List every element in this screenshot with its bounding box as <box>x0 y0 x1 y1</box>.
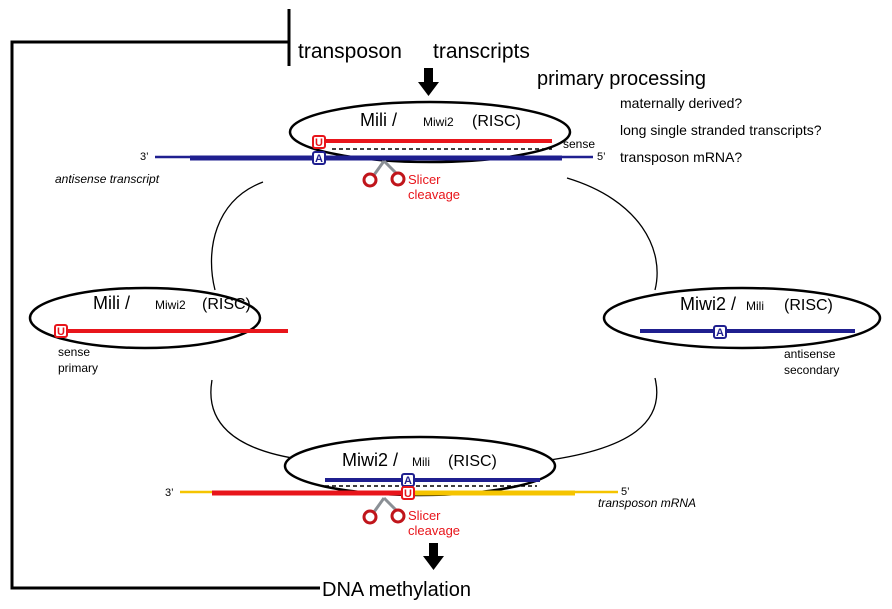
top-complex-main: Mili / <box>360 110 397 130</box>
top-scissors-icon <box>362 159 406 188</box>
bottom-risc-complex: Miwi2 / Mili (RISC) <box>180 435 618 497</box>
right-complex-tag: (RISC) <box>784 297 833 314</box>
left-label-line2: primary <box>58 361 98 375</box>
top-risc-complex: Mili / Miwi2 (RISC) <box>155 100 593 164</box>
top-sense-label: sense <box>563 137 595 151</box>
bottom-slicer-line2: cleavage <box>408 523 460 538</box>
top-a-nucleotide: A <box>312 151 326 165</box>
right-complex-sub: Mili <box>746 299 764 313</box>
svg-text:U: U <box>404 488 412 500</box>
top-slicer-line2: cleavage <box>408 187 460 202</box>
title-transcripts: transcripts <box>433 40 530 63</box>
left-complex-main: Mili / <box>93 293 130 313</box>
bottom-a-nucleotide: A <box>401 473 415 487</box>
bottom-scissors-icon <box>362 496 406 525</box>
left-risc-complex: Mili / Miwi2 (RISC) <box>28 286 288 350</box>
top-u-nucleotide: U <box>312 135 326 149</box>
option-long-transcripts: long single stranded transcripts? <box>620 122 822 138</box>
right-label-line2: secondary <box>784 363 839 377</box>
left-complex-sub: Miwi2 <box>155 298 186 312</box>
svg-text:A: A <box>315 153 323 165</box>
cycle-arcs <box>210 177 658 463</box>
bottom-slicer-line1: Slicer <box>408 508 441 523</box>
svg-text:A: A <box>716 327 724 339</box>
bottom-complex-sub: Mili <box>412 455 430 469</box>
feedback-loop <box>10 9 320 590</box>
antisense-transcript-label: antisense transcript <box>55 172 160 186</box>
bottom-complex-main: Miwi2 / <box>342 450 398 470</box>
left-label-line1: sense <box>58 345 90 359</box>
top-complex-tag: (RISC) <box>472 113 521 130</box>
svg-text:A: A <box>404 475 412 487</box>
top-3prime-label: 3’ <box>140 151 149 163</box>
top-complex-sub: Miwi2 <box>423 115 454 129</box>
right-risc-complex: Miwi2 / Mili (RISC) <box>602 286 882 350</box>
arrow-down-bottom <box>423 543 444 570</box>
bottom-3prime-label: 3’ <box>165 487 174 499</box>
top-5prime-label: 5’ <box>597 151 606 163</box>
bottom-5prime-label: 5’ <box>621 486 630 498</box>
bottom-u-nucleotide: U <box>401 486 415 500</box>
svg-text:U: U <box>315 137 323 149</box>
dna-methylation-label: DNA methylation <box>322 579 471 601</box>
left-u-nucleotide: U <box>54 324 68 338</box>
right-complex-main: Miwi2 / <box>680 294 736 314</box>
left-complex-tag: (RISC) <box>202 296 251 313</box>
arrow-down-top <box>418 68 439 96</box>
svg-text:U: U <box>57 326 65 338</box>
right-label-line1: antisense <box>784 347 836 361</box>
bottom-complex-tag: (RISC) <box>448 453 497 470</box>
primary-processing-heading: primary processing <box>537 68 706 90</box>
option-transposon-mrna: transposon mRNA? <box>620 149 742 165</box>
top-slicer-line1: Slicer <box>408 172 441 187</box>
title-transposon: transposon <box>298 40 402 63</box>
right-a-nucleotide: A <box>713 325 727 339</box>
option-maternally-derived: maternally derived? <box>620 95 742 111</box>
transposon-mrna-label: transposon mRNA <box>598 496 696 510</box>
